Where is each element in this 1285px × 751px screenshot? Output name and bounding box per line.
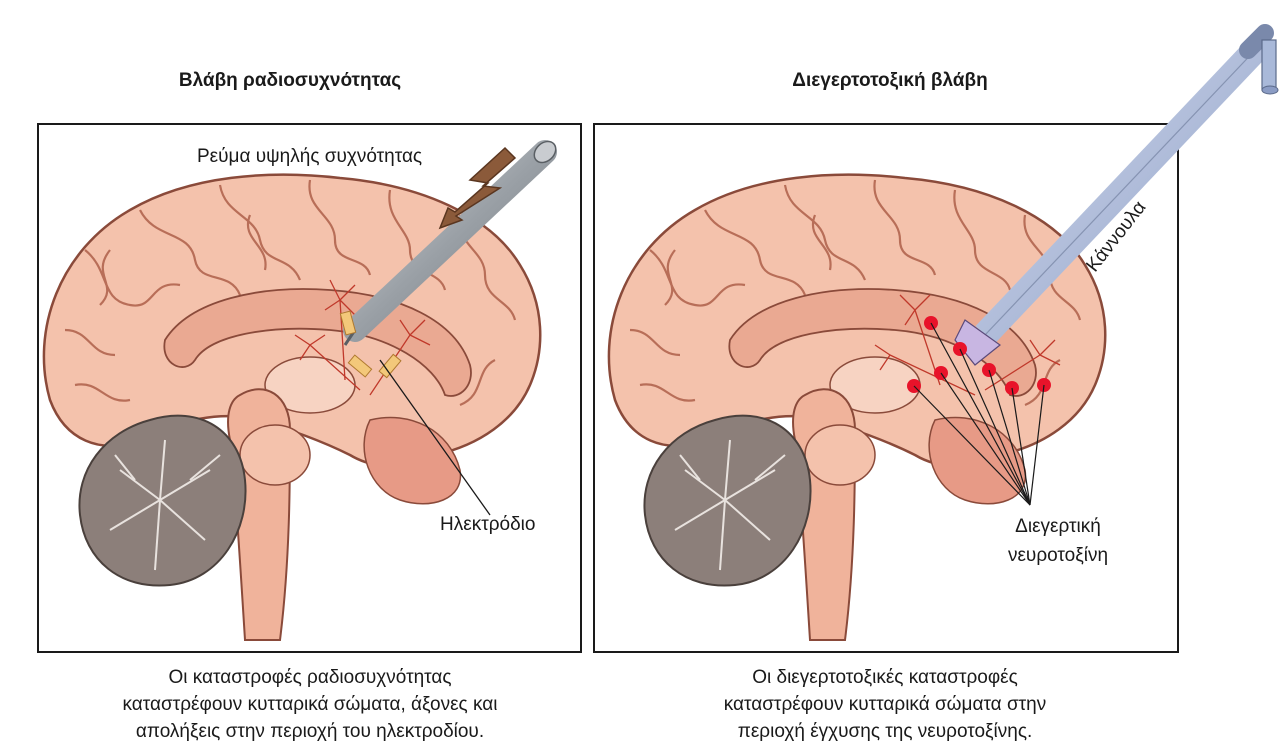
right-caption-line: Οι διεγερτοτοξικές καταστροφές [605,664,1165,691]
neurotoxin-label-line2: νευροτοξίνη [1008,545,1108,566]
left-brain [44,175,540,640]
current-label: Ρεύμα υψηλής συχνότητας [197,146,422,167]
right-caption: Οι διεγερτοτοξικές καταστροφές καταστρέφ… [605,664,1165,745]
cannula [955,33,1278,365]
neurotoxin-label-line1: Διεγερτική [1015,516,1101,537]
right-brain [609,175,1105,640]
left-caption-line: απολήξεις στην περιοχή του ηλεκτροδίου. [30,718,590,745]
right-caption-line: περιοχή έγχυσης της νευροτοξίνης. [605,718,1165,745]
left-caption: Οι καταστροφές ραδιοσυχνότητας καταστρέφ… [30,664,590,745]
left-caption-line: καταστρέφουν κυτταρικά σώματα, άξονες κα… [30,691,590,718]
electrode-label: Ηλεκτρόδιο [440,514,535,535]
right-caption-line: καταστρέφουν κυτταρικά σώματα στην [605,691,1165,718]
left-caption-line: Οι καταστροφές ραδιοσυχνότητας [30,664,590,691]
